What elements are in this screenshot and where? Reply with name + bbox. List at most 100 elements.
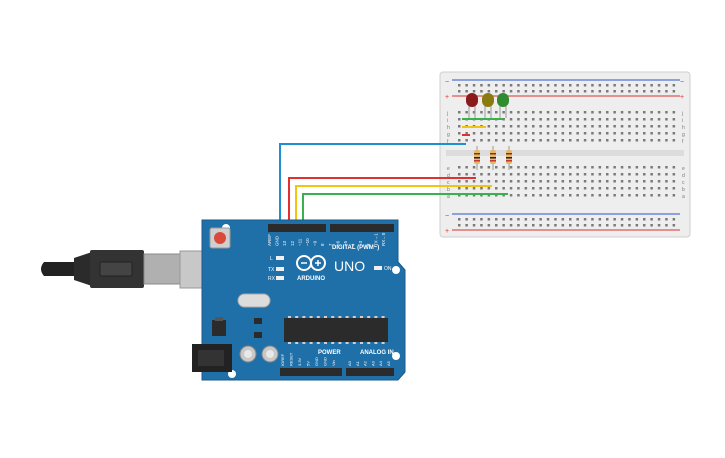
breadboard-hole (458, 194, 461, 197)
chip-pin (316, 342, 320, 344)
breadboard-hole (480, 139, 483, 142)
chip-pin (345, 316, 349, 318)
wire-red-13[interactable] (288, 177, 476, 232)
breadboard-hole (583, 173, 587, 176)
breadboard-hole (532, 187, 535, 190)
breadboard-hole (487, 187, 491, 190)
breadboard-hole (643, 166, 646, 169)
wire-yellow-12[interactable] (295, 185, 492, 232)
chip-pin (374, 342, 378, 344)
breadboard-hole (495, 173, 498, 176)
breadboard-hole (517, 125, 520, 128)
breadboard-hole (569, 111, 572, 114)
rail-hole (591, 218, 594, 221)
breadboard-hole (650, 118, 653, 121)
breadboard-hole (650, 187, 653, 190)
chip-pin (302, 316, 306, 318)
breadboard-hole (628, 180, 631, 183)
rx-led (276, 276, 284, 280)
breadboard-hole (606, 132, 609, 135)
rail-hole (458, 218, 461, 221)
rail-hole (635, 90, 639, 93)
led-green[interactable] (497, 93, 509, 118)
breadboard-hole (672, 111, 676, 114)
breadboard-hole (472, 139, 476, 142)
wire-green-11[interactable] (302, 193, 508, 232)
breadboard-hole (502, 132, 505, 135)
breadboard-hole (576, 187, 579, 190)
usb-cable[interactable] (41, 250, 229, 289)
breadboard-hole (576, 132, 579, 135)
breadboard-hole (554, 166, 557, 169)
breadboard-hole (591, 180, 594, 183)
resistor-2[interactable] (490, 146, 496, 170)
rail-hole (606, 90, 609, 93)
on-label: ON (384, 266, 392, 272)
breadboard-hole (635, 194, 639, 197)
breadboard-hole (613, 125, 616, 128)
breadboard-hole (487, 194, 491, 197)
resistor-3[interactable] (506, 146, 512, 170)
l-led (276, 256, 284, 260)
breadboard-hole (502, 180, 505, 183)
rail-hole (620, 90, 624, 93)
breadboard-hole (635, 139, 639, 142)
breadboard-hole (606, 118, 609, 121)
breadboard-hole (480, 173, 483, 176)
rail-hole (546, 224, 550, 227)
breadboard-hole (613, 132, 616, 135)
breadboard-hole (509, 132, 513, 135)
breadboard-hole (613, 111, 616, 114)
breadboard-hole (502, 139, 505, 142)
reset-button[interactable] (214, 232, 226, 244)
breadboard-hole (569, 166, 572, 169)
rail-hole (672, 224, 676, 227)
breadboard-hole (480, 180, 483, 183)
breadboard-hole (613, 187, 616, 190)
rail-hole (472, 224, 476, 227)
breadboard-hole (517, 173, 520, 176)
rail-hole (495, 90, 498, 93)
breadboard-hole (657, 139, 661, 142)
digital-pin-label: 8 (320, 243, 325, 246)
breadboard-trench (446, 150, 684, 156)
breadboard-hole (532, 139, 535, 142)
chip-pin (331, 316, 335, 318)
breadboard-hole (628, 111, 631, 114)
led-green-body (497, 93, 509, 107)
chip-pin (360, 316, 363, 318)
mount-hole-3 (392, 352, 400, 360)
breadboard-hole (495, 194, 498, 197)
breadboard-hole (517, 111, 520, 114)
chip-pin (324, 316, 327, 318)
breadboard-hole (509, 111, 513, 114)
tx-label: TX (268, 267, 275, 273)
led-red[interactable] (466, 93, 478, 118)
led-yellow[interactable] (482, 93, 494, 118)
breadboard-hole (546, 111, 550, 114)
rail-hole (539, 90, 542, 93)
breadboard-hole (495, 125, 498, 128)
breadboard-hole (576, 139, 579, 142)
breadboard-hole (657, 125, 661, 128)
rail-plus-label-bottom: + (445, 228, 449, 235)
rail-hole (554, 90, 557, 93)
wire-blue-gnd[interactable] (279, 143, 466, 232)
breadboard-hole (487, 166, 491, 169)
rail-minus-label-right: − (680, 79, 684, 86)
breadboard-hole (628, 166, 631, 169)
breadboard-hole (532, 194, 535, 197)
breadboard-hole (472, 111, 476, 114)
breadboard-hole (546, 132, 550, 135)
breadboard-hole (517, 166, 520, 169)
analog-header (346, 368, 394, 376)
breadboard-hole (472, 166, 476, 169)
resistor-1[interactable] (474, 146, 480, 170)
breadboard-hole (591, 125, 594, 128)
breadboard-hole (606, 173, 609, 176)
rail-hole (524, 224, 528, 227)
rail-hole (591, 84, 594, 87)
